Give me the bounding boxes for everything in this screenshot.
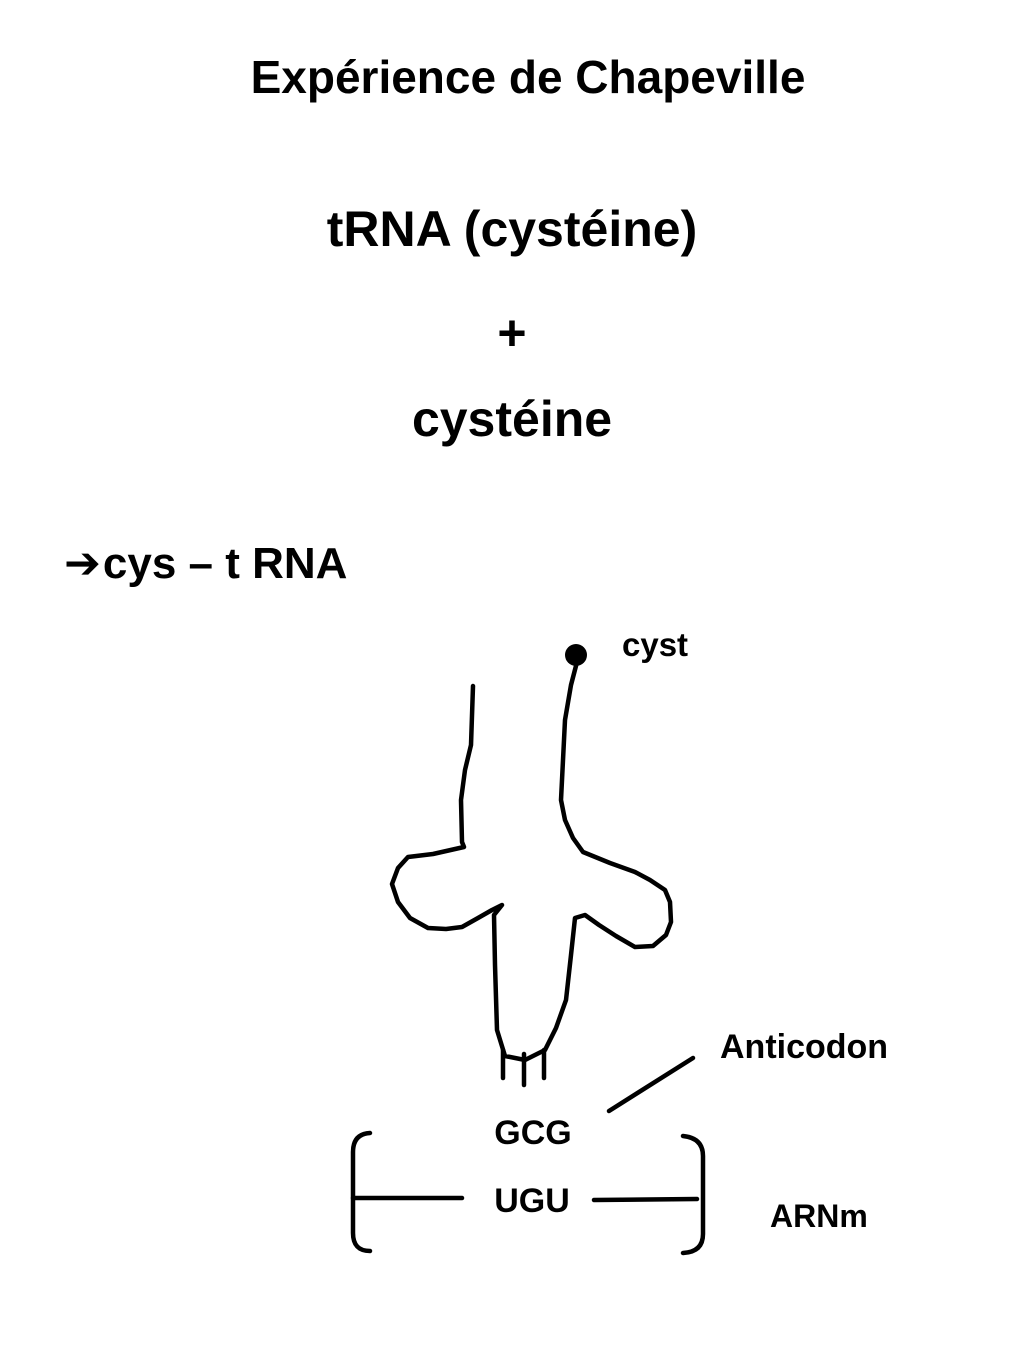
arrow-right-icon: ➔	[64, 539, 101, 588]
codon-sequence: UGU	[494, 1182, 570, 1220]
anticodon-label: Anticodon	[720, 1028, 889, 1066]
mrna-left-bracket	[350, 1130, 373, 1254]
anticodon-pointer-line	[606, 1055, 696, 1114]
anticodon-sequence: GCG	[494, 1114, 572, 1152]
amino-acid-label: cyst	[622, 626, 689, 663]
result-text: cys – t RNA	[102, 539, 348, 588]
mrna-right-bracket	[680, 1133, 706, 1256]
mrna-label: ARNm	[770, 1198, 868, 1234]
reactant-trna: tRNA (cystéine)	[326, 201, 698, 257]
result-line: ➔cys – t RNA	[64, 542, 347, 586]
amino-acid-dot	[565, 644, 587, 666]
plus-sign: +	[497, 305, 527, 361]
page-title: Expérience de Chapeville	[250, 51, 806, 103]
reactant-cysteine: cystéine	[411, 391, 613, 447]
trna-left-strand	[389, 659, 674, 1063]
mrna-right-strand	[591, 1196, 700, 1203]
